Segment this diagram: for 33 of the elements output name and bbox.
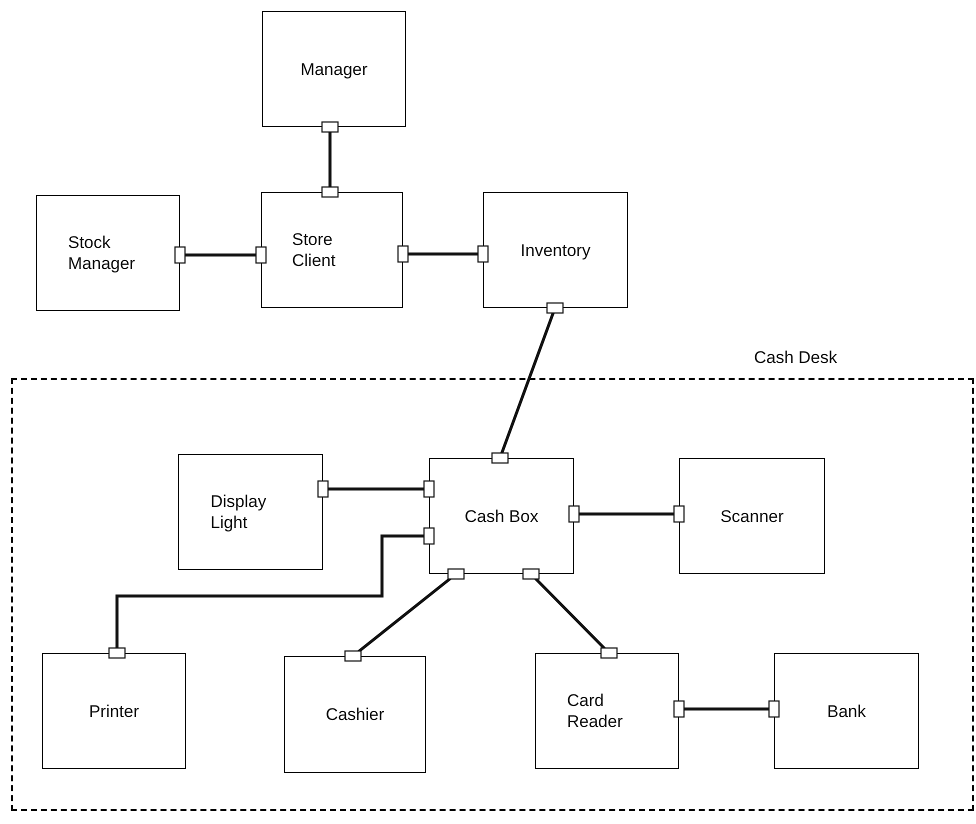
connector-line <box>397 245 489 263</box>
connector-line <box>321 121 339 198</box>
component-label: Store Client <box>292 229 336 271</box>
connector-line <box>673 700 780 718</box>
component-box <box>535 653 679 769</box>
component-label: Manager <box>300 58 368 80</box>
component-label: Card Reader <box>567 690 624 732</box>
component-box <box>42 653 186 769</box>
connector-line <box>108 527 435 659</box>
component-label: Stock Manager <box>68 232 136 274</box>
connector-line <box>568 505 685 523</box>
component-label: Cash Box <box>464 506 538 526</box>
component-box <box>36 195 180 311</box>
component-box <box>284 656 426 773</box>
component-label: Printer <box>88 700 140 722</box>
component-label: Display Light <box>210 491 268 533</box>
component-box <box>483 192 628 308</box>
component-box <box>679 458 825 574</box>
component-label: Bank <box>827 700 866 722</box>
component-box <box>262 11 406 127</box>
connector-line <box>174 246 267 264</box>
group-label: Cash Desk <box>754 348 838 368</box>
connector-line <box>491 302 564 464</box>
connector-line <box>344 568 465 662</box>
component-label: Scanner <box>720 506 784 526</box>
connector-line <box>522 568 618 659</box>
component-box <box>774 653 919 769</box>
component-box <box>261 192 403 308</box>
component-box <box>429 458 574 574</box>
component-label: Inventory <box>520 240 590 260</box>
component-box <box>178 454 323 570</box>
connector-line <box>317 480 435 498</box>
component-label: Cashier <box>326 704 384 725</box>
